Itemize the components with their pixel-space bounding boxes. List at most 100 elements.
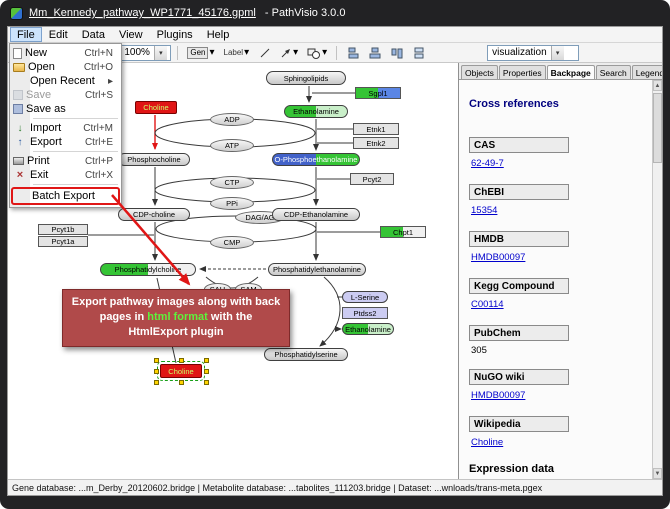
line-tool-button[interactable] bbox=[255, 44, 274, 61]
pathway-node-adp[interactable]: ADP bbox=[210, 113, 254, 126]
file-menu-item-batch-export[interactable]: Batch Export bbox=[11, 187, 120, 205]
xref-source-label: NuGO wiki bbox=[469, 369, 569, 385]
pathway-node-ethanolamine[interactable]: Ethanolamine bbox=[342, 323, 394, 335]
tab-backpage[interactable]: Backpage bbox=[546, 65, 595, 79]
xref-link[interactable]: C00114 bbox=[471, 299, 504, 310]
xref-source-label: Kegg Compound bbox=[469, 278, 569, 294]
exit-icon bbox=[13, 169, 27, 181]
tab-search[interactable]: Search bbox=[595, 65, 631, 79]
tab-legend[interactable]: Legend bbox=[631, 65, 662, 79]
xref-section-cas: CAS 62-49-7 bbox=[469, 137, 652, 171]
pathway-node-cmp[interactable]: CMP bbox=[210, 236, 254, 249]
pathway-node-phosphatidylethanolamine[interactable]: Phosphatidylethanolamine bbox=[268, 263, 366, 276]
menu-data[interactable]: Data bbox=[81, 28, 105, 41]
titlebar[interactable]: Mm_Kennedy_pathway_WP1771_45176.gpml - P… bbox=[0, 0, 670, 26]
pathway-node-etnk2[interactable]: Etnk2 bbox=[353, 137, 399, 149]
pathway-node-cdp-choline[interactable]: CDP-choline bbox=[118, 208, 190, 221]
pathway-node-pcyt1b[interactable]: Pcyt1b bbox=[38, 224, 88, 235]
xref-link[interactable]: HMDB00097 bbox=[471, 252, 526, 263]
pathway-node-cdp-ethanolamine[interactable]: CDP-Ethanolamine bbox=[272, 208, 360, 221]
pathway-node-pcyt2[interactable]: Pcyt2 bbox=[350, 173, 394, 185]
scroll-down-icon[interactable]: ▼ bbox=[653, 468, 662, 479]
menu-help[interactable]: Help bbox=[206, 28, 230, 41]
pathway-node-ppi[interactable]: PPi bbox=[210, 197, 254, 210]
datanode-tool-button[interactable]: Gen ▾ bbox=[184, 44, 217, 61]
pathway-node-choline[interactable]: Choline bbox=[157, 361, 205, 381]
align-center-icon bbox=[369, 47, 381, 58]
annotation-text: Export pathway images along with back pa… bbox=[71, 296, 281, 323]
pathway-node-l-serine[interactable]: L-Serine bbox=[342, 291, 388, 303]
tab-properties[interactable]: Properties bbox=[498, 65, 546, 79]
pathway-node-ptdss2[interactable]: Ptdss2 bbox=[342, 307, 388, 319]
menu-edit[interactable]: Edit bbox=[48, 28, 68, 41]
scroll-thumb[interactable] bbox=[653, 93, 662, 163]
menu-item-label: Print bbox=[27, 155, 50, 167]
pathway-node-ctp[interactable]: CTP bbox=[210, 176, 254, 189]
menu-file[interactable]: File bbox=[10, 27, 42, 42]
pathway-node-pcyt1a[interactable]: Pcyt1a bbox=[38, 236, 88, 247]
datanode-icon: Gen bbox=[187, 46, 209, 59]
scroll-up-icon[interactable]: ▲ bbox=[653, 80, 662, 91]
stack-button[interactable] bbox=[409, 44, 428, 61]
xref-link[interactable]: 15354 bbox=[471, 205, 498, 216]
menu-plugins[interactable]: Plugins bbox=[156, 28, 193, 41]
menu-item-shortcut: Ctrl+O bbox=[83, 61, 113, 73]
pathway-node-o-phosphoethanolamine[interactable]: O-Phosphoethanolamine bbox=[272, 153, 360, 166]
visualization-combobox[interactable]: visualization ▾ bbox=[487, 44, 580, 61]
selection-handle[interactable] bbox=[204, 358, 209, 363]
align-top-button[interactable] bbox=[387, 44, 406, 61]
selection-handle[interactable] bbox=[154, 380, 159, 385]
selection-handle[interactable] bbox=[179, 380, 184, 385]
file-menu-item-print[interactable]: Print Ctrl+P bbox=[11, 154, 120, 168]
xref-link[interactable]: HMDB00097 bbox=[471, 390, 526, 401]
xref-link[interactable]: Choline bbox=[471, 437, 504, 448]
pathway-node-choline[interactable]: Choline bbox=[135, 101, 177, 114]
zoom-value: 100% bbox=[124, 47, 150, 58]
align-left-button[interactable] bbox=[343, 44, 362, 61]
pathway-node-phosphatidylserine[interactable]: Phosphatidylserine bbox=[264, 348, 348, 361]
xref-source-label: CAS bbox=[469, 137, 569, 153]
menu-item-shortcut: Ctrl+S bbox=[84, 89, 113, 101]
xref-link[interactable]: 62-49-7 bbox=[471, 158, 504, 169]
pathway-node-sgpl1[interactable]: Sgpl1 bbox=[355, 87, 401, 99]
menu-item-shortcut: Ctrl+P bbox=[84, 155, 113, 167]
pathway-node-sphingolipids[interactable]: Sphingolipids bbox=[266, 71, 346, 85]
pathway-node-ethanolamine[interactable]: Ethanolamine bbox=[284, 105, 348, 118]
shape-tool-button[interactable]: ▾ bbox=[304, 44, 330, 61]
tab-objects[interactable]: Objects bbox=[461, 65, 498, 79]
pathway-node-atp[interactable]: ATP bbox=[210, 139, 254, 152]
side-panel-scrollbar[interactable]: ▲ ▼ bbox=[652, 80, 662, 479]
menu-item-label: Open Recent bbox=[30, 75, 95, 87]
zoom-combobox[interactable]: 100% ▾ bbox=[119, 44, 172, 61]
save-icon bbox=[13, 90, 23, 100]
scroll-track[interactable] bbox=[653, 91, 662, 468]
pathway-node-etnk1[interactable]: Etnk1 bbox=[353, 123, 399, 135]
align-center-button[interactable] bbox=[365, 44, 384, 61]
file-menu-item-save-as[interactable]: Save as bbox=[11, 102, 120, 116]
menu-view[interactable]: View bbox=[118, 28, 143, 41]
new-file-icon bbox=[13, 47, 22, 59]
file-menu-item-open-recent[interactable]: Open Recent▸ bbox=[11, 74, 120, 88]
menu-item-label: Batch Export bbox=[32, 190, 95, 202]
menu-item-shortcut: Ctrl+N bbox=[84, 47, 113, 59]
arrow-tool-button[interactable]: ▾ bbox=[277, 44, 301, 61]
print-icon bbox=[13, 157, 24, 165]
selection-handle[interactable] bbox=[204, 369, 209, 374]
pathway-node-phosphatidylcholine[interactable]: Phosphatidylcholine bbox=[100, 263, 196, 276]
label-tool-button[interactable]: Label ▾ bbox=[221, 44, 253, 61]
pathway-node-phosphocholine[interactable]: Phosphocholine bbox=[118, 153, 190, 166]
selection-handle[interactable] bbox=[154, 369, 159, 374]
pathway-node-chpt1[interactable]: Chpt1 bbox=[380, 226, 426, 238]
chevron-down-icon: ▾ bbox=[322, 47, 328, 58]
selection-handle[interactable] bbox=[204, 380, 209, 385]
selection-handle[interactable] bbox=[179, 358, 184, 363]
selection-handle[interactable] bbox=[154, 358, 159, 363]
